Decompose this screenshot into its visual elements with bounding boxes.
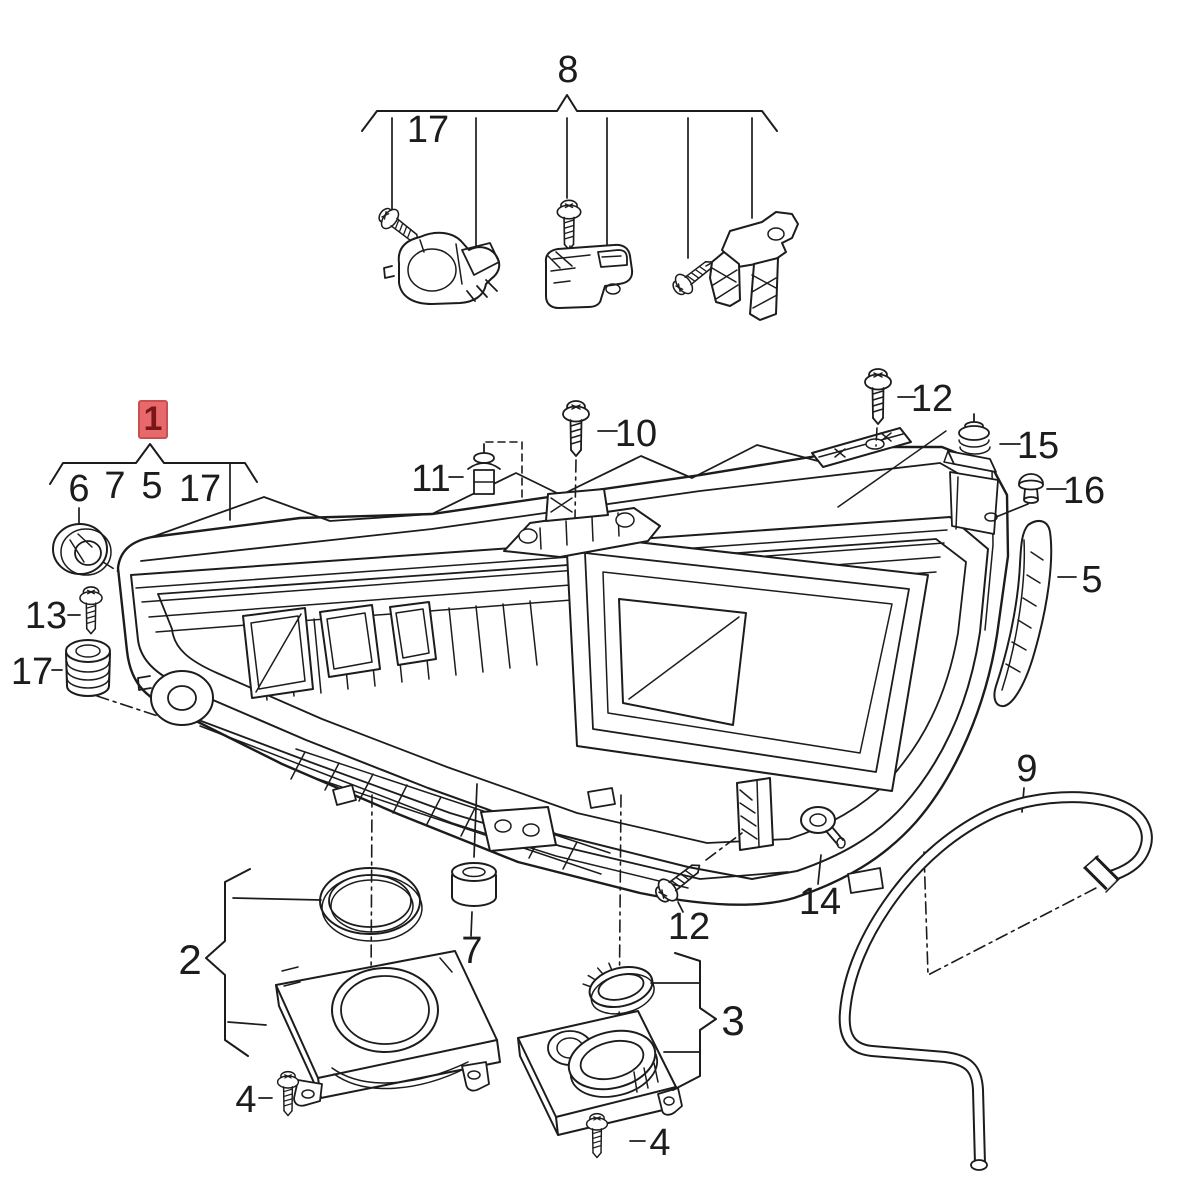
highlight-box — [138, 400, 168, 439]
callout-16: 16 — [1063, 470, 1105, 512]
part-4-screw-left: 4 — [235, 1070, 300, 1121]
bracket-3 — [672, 952, 717, 1091]
callout-17-left: 17 — [11, 651, 53, 693]
bracket-8 — [361, 94, 778, 132]
two-hole-bracket — [480, 806, 557, 852]
callout-12-top: 12 — [911, 378, 953, 420]
bracket-1 — [49, 443, 258, 485]
headlight-assembly — [116, 427, 1010, 906]
part-6-grommet — [52, 507, 147, 590]
part-14-pin: 14 — [799, 806, 846, 923]
callout-4-left: 4 — [235, 1079, 256, 1121]
part-11-clip: 11 — [411, 441, 523, 501]
leveling-motor — [373, 202, 501, 305]
repair-bracket — [667, 211, 799, 321]
ribbed-tab — [736, 777, 774, 851]
callout-12-bottom: 12 — [668, 906, 710, 948]
callout-15: 15 — [1017, 425, 1059, 467]
callout-17-group: 17 — [179, 468, 221, 510]
part-15-captive-nut: 15 — [943, 413, 1059, 473]
mounting-plate — [544, 199, 634, 309]
callout-8: 8 — [557, 49, 578, 91]
callout-14: 14 — [799, 881, 841, 923]
callout-17-top: 17 — [407, 109, 449, 151]
callout-7-bottom: 7 — [461, 930, 482, 972]
callout-1: 1 — [144, 400, 163, 438]
part-7-bushing: 7 — [451, 783, 497, 972]
callout-5-group: 5 — [141, 465, 162, 507]
part-12-screw-top: 12 — [864, 368, 953, 447]
left-mount-boss — [150, 670, 214, 726]
part-5-trim-strip: 5 — [993, 519, 1103, 708]
callout-7-group: 7 — [104, 465, 125, 507]
part-12-screw-bottom: 12 — [649, 832, 743, 948]
part-9-hose: 9 — [838, 748, 1153, 1171]
part-17-bushing-left: 17 — [11, 639, 177, 723]
callout-10: 10 — [615, 413, 657, 455]
callout-13: 13 — [25, 595, 67, 637]
callout-9: 9 — [1016, 748, 1037, 790]
part-13-screw: 13 — [25, 586, 103, 637]
callout-4-middle: 4 — [649, 1122, 670, 1164]
part-3-control-module: 3 — [517, 794, 745, 1136]
callout-2: 2 — [178, 936, 201, 983]
bracket-2 — [205, 868, 251, 1057]
rear-rail — [811, 427, 912, 468]
top-mount-bracket — [503, 488, 661, 558]
callout-5-right: 5 — [1081, 559, 1102, 601]
callout-3: 3 — [721, 997, 744, 1044]
callout-6: 6 — [68, 468, 89, 510]
part-16-plug: 16 — [995, 470, 1105, 518]
callout-11: 11 — [411, 458, 450, 500]
group-8-fasteners: 8 17 — [361, 49, 799, 321]
part-4-screw-middle: 4 — [585, 1112, 671, 1164]
part-2-led-module: 2 — [178, 794, 501, 1107]
group-1-headlight: 1 6 7 5 17 — [49, 400, 258, 521]
part-10-screw: 10 — [562, 400, 657, 519]
